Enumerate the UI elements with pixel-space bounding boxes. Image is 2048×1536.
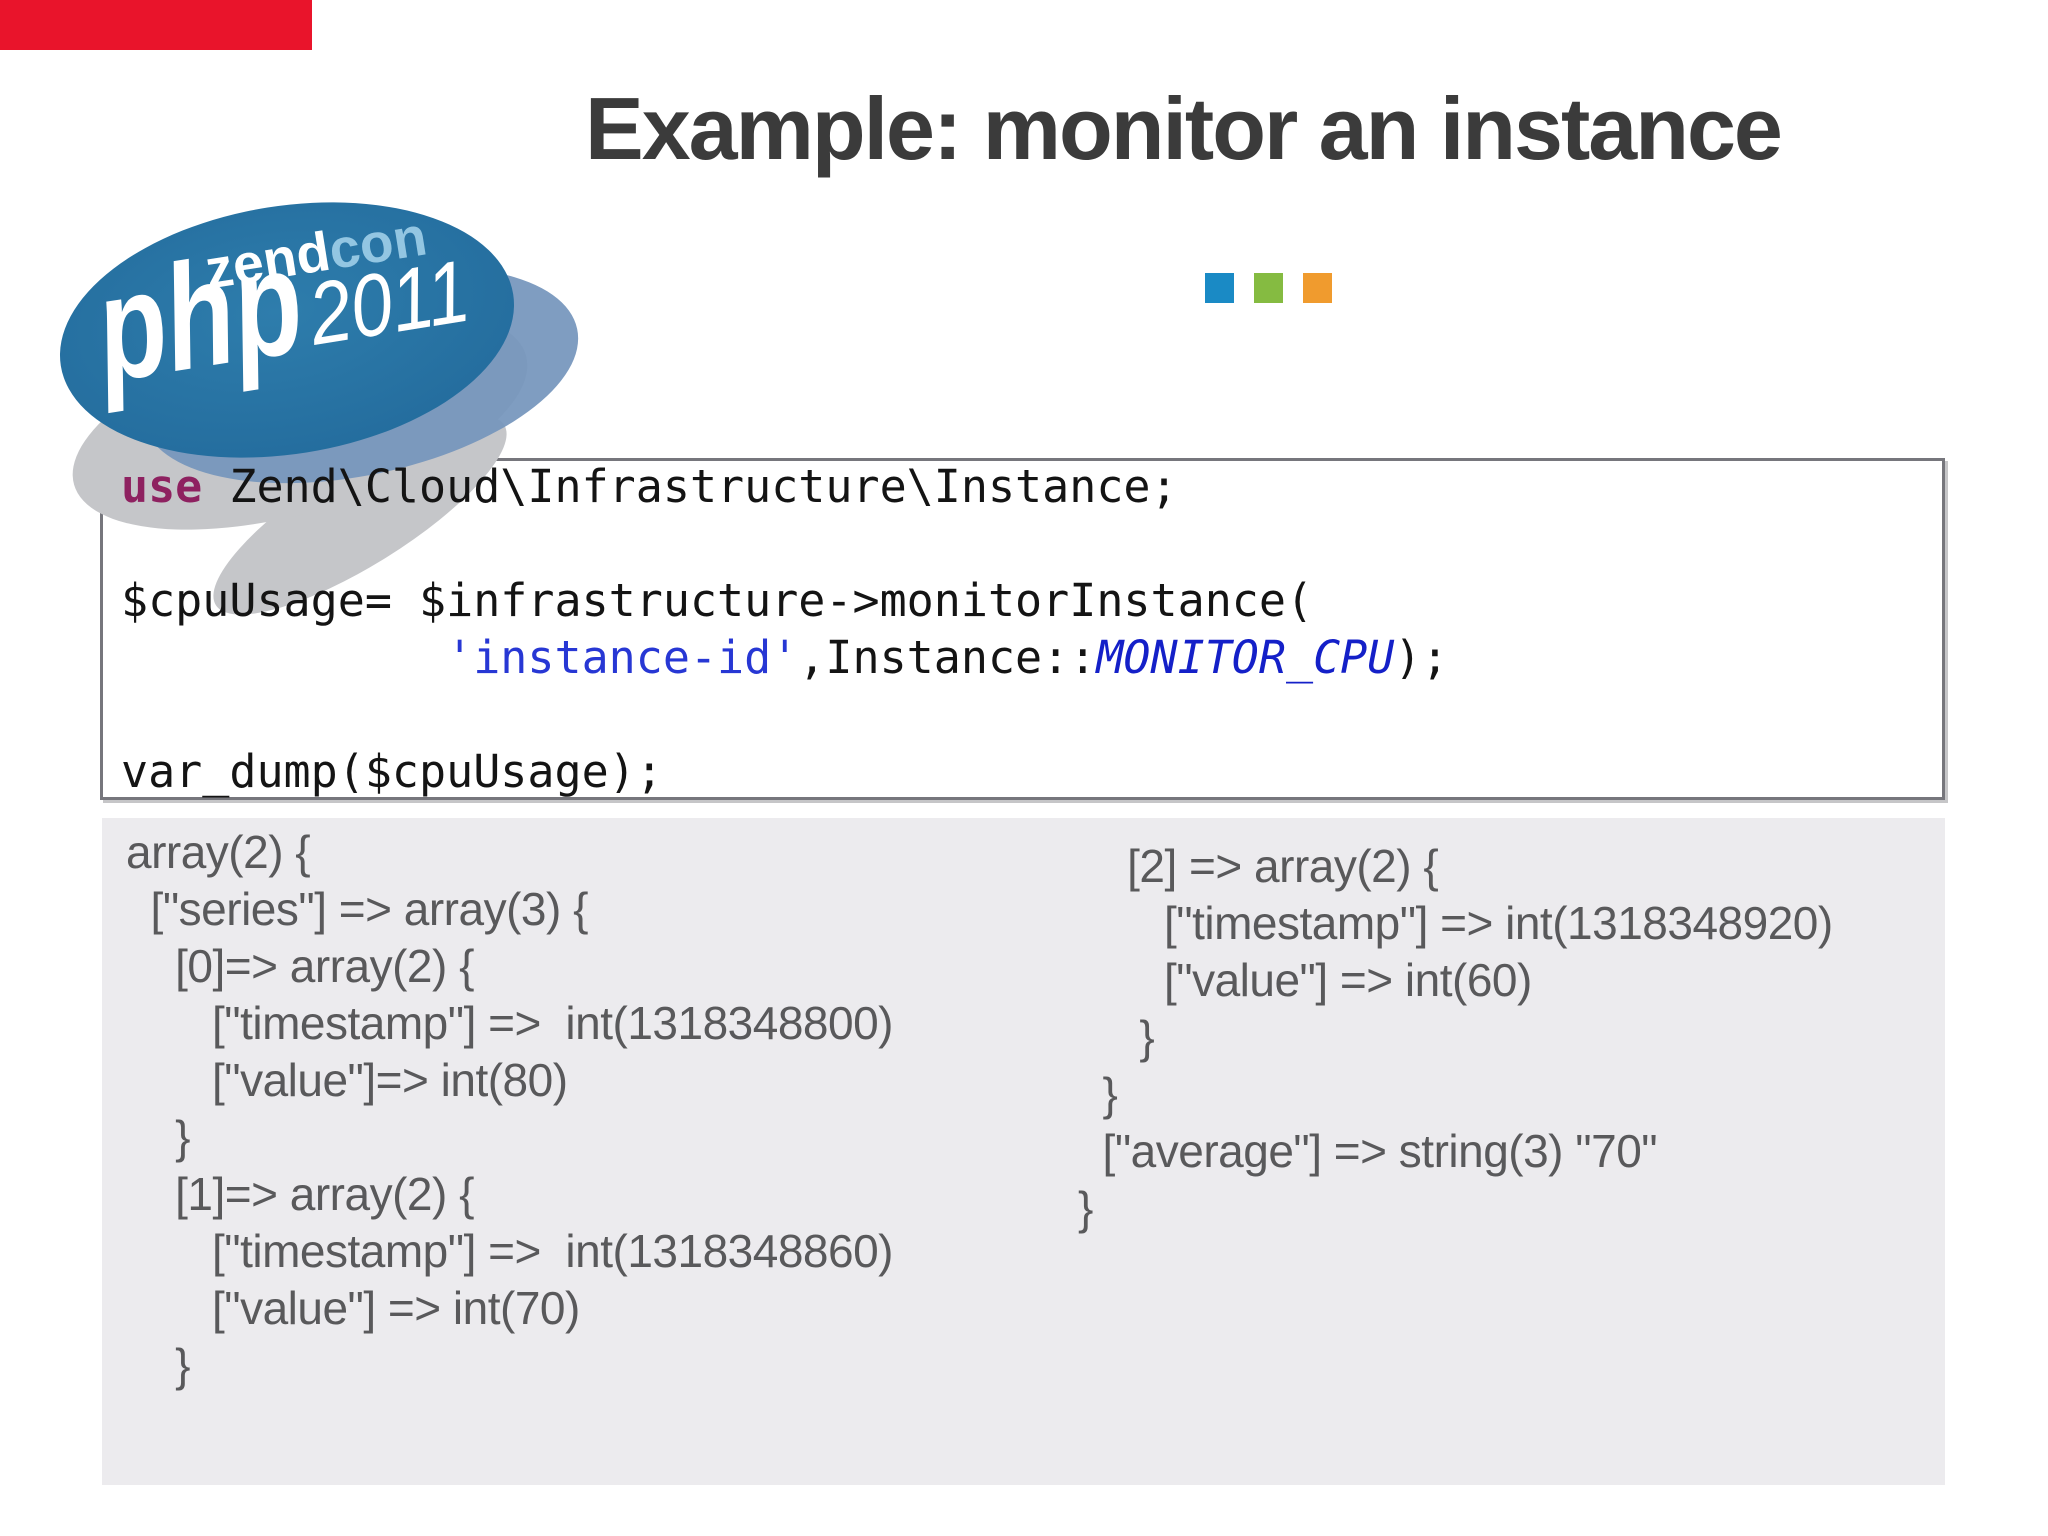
logo-zendcon-text: zendcon	[201, 204, 431, 300]
logo-year-text: 2011	[301, 241, 475, 364]
logo-php-text: php	[82, 216, 314, 414]
progress-bar	[0, 0, 312, 50]
logo-main-ellipse	[59, 202, 515, 458]
green-square	[1254, 273, 1283, 303]
php-code: use Zend\Cloud\Infrastructure\Instance; …	[121, 460, 1449, 798]
var-dump-output-right-column: [2] => array(2) { ["timestamp"] => int(1…	[1078, 840, 1833, 1234]
slide-title: Example: monitor an instance	[585, 79, 1783, 178]
blue-square	[1205, 273, 1234, 303]
orange-square	[1303, 273, 1332, 303]
var-dump-output-left-column: array(2) { ["series"] => array(3) { [0]=…	[126, 826, 893, 1391]
var-dump-output-panel	[102, 818, 1945, 1485]
